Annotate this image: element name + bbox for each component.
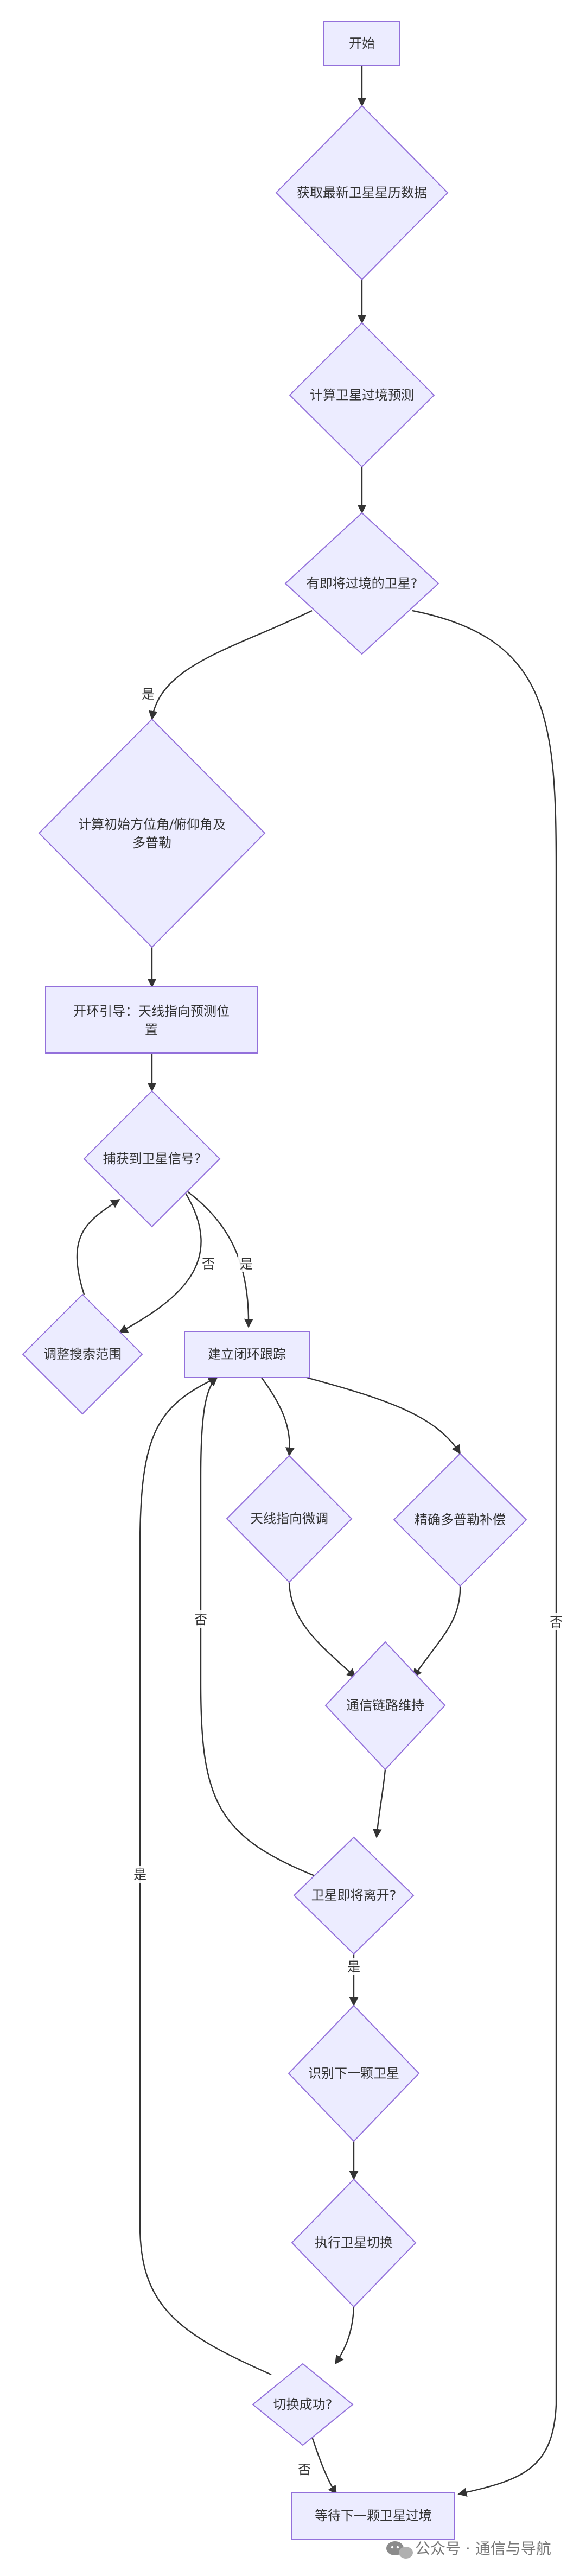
edges	[76, 65, 557, 2497]
edge-label-bg	[140, 685, 156, 702]
node-leaving-check-label: 卫星即将离开?	[311, 1888, 397, 1903]
node-start[interactable]: 开始	[323, 21, 400, 66]
node-switch-check[interactable]: 切换成功?	[252, 2363, 354, 2446]
node-fine-tune-diamond	[226, 1455, 353, 1583]
node-calc-initial-line2: 多普勒	[132, 835, 171, 851]
node-open-loop-line1: 开环引导：天线指向预测位	[73, 1004, 230, 1019]
edge-label-bg	[296, 2460, 313, 2478]
node-open-loop-line2: 置	[145, 1022, 158, 1037]
edge-capture-no	[118, 1191, 202, 1334]
edge-label-capture-no: 否	[202, 1257, 215, 1272]
edge-closed-finetune	[261, 1377, 295, 1457]
edge-finetune-link	[288, 1582, 356, 1678]
edge-label-switch-yes: 是	[133, 1867, 146, 1882]
edge-link-leaving	[372, 1769, 386, 1838]
edge-labels: 是 否 否 是 否 是 是 否	[132, 685, 564, 2478]
node-check-pass[interactable]: 有即将过境的卫星?	[284, 512, 440, 655]
node-identify-next-label: 识别下一颗卫星	[308, 2066, 399, 2081]
node-adjust-search-label: 调整搜索范围	[43, 1347, 122, 1362]
edge-label-check-no: 否	[550, 1615, 563, 1630]
node-fetch-ephemeris[interactable]: 获取最新卫星星历数据	[275, 105, 449, 281]
edge-doppler-link	[412, 1585, 461, 1678]
node-capture-check-diamond	[83, 1090, 221, 1228]
node-open-loop-box	[45, 986, 258, 1054]
node-fetch-ephemeris-label: 获取最新卫星星历数据	[297, 185, 427, 200]
edge-label-bg	[193, 1610, 209, 1628]
edge-handover-switch	[335, 2306, 355, 2365]
node-fetch-ephemeris-diamond	[275, 105, 449, 281]
node-doppler-label: 精确多普勒补偿	[415, 1512, 506, 1527]
node-wait-next-label: 等待下一颗卫星过境	[315, 2508, 432, 2523]
node-adjust-search[interactable]: 调整搜索范围	[22, 1293, 143, 1415]
edge-label-bg	[200, 1255, 216, 1272]
node-wait-next-box	[291, 2492, 455, 2540]
node-handover[interactable]: 执行卫星切换	[291, 2178, 417, 2308]
edge-adjust-capture	[76, 1199, 120, 1295]
edge-label-leaving-no: 否	[194, 1612, 207, 1627]
edge-check-yes	[148, 610, 313, 720]
edge-switch-yes	[139, 1376, 272, 2376]
edge-label-bg	[346, 1958, 362, 1975]
node-identify-next[interactable]: 识别下一颗卫星	[288, 2004, 420, 2142]
node-check-pass-diamond	[284, 512, 440, 655]
edge-label-leaving-yes: 是	[347, 1959, 360, 1975]
wechat-icon	[386, 2541, 413, 2559]
node-leaving-check-diamond	[293, 1836, 415, 1955]
node-wait-next[interactable]: 等待下一颗卫星过境	[291, 2492, 455, 2540]
node-calc-pass-diamond	[289, 322, 435, 468]
node-link-maintain-diamond	[324, 1641, 446, 1771]
node-link-maintain[interactable]: 通信链路维持	[324, 1641, 446, 1771]
node-handover-diamond	[291, 2178, 417, 2308]
edge-capture-yes	[187, 1191, 253, 1328]
node-start-label: 开始	[349, 36, 375, 51]
node-switch-check-label: 切换成功?	[273, 2397, 333, 2412]
node-adjust-search-diamond	[22, 1293, 143, 1415]
edge-label-bg	[132, 1866, 148, 1883]
node-doppler[interactable]: 精确多普勒补偿	[393, 1452, 527, 1587]
node-calc-pass-label: 计算卫星过境预测	[310, 388, 414, 403]
edge-label-bg	[238, 1255, 254, 1272]
edge-label-switch-no: 否	[298, 2462, 311, 2477]
node-leaving-check[interactable]: 卫星即将离开?	[293, 1836, 415, 1955]
node-closed-loop-box	[184, 1331, 310, 1378]
node-identify-next-diamond	[288, 2004, 420, 2142]
node-check-pass-label: 有即将过境的卫星?	[307, 576, 418, 591]
node-fine-tune[interactable]: 天线指向微调	[226, 1455, 353, 1583]
node-capture-check-label: 捕获到卫星信号?	[103, 1151, 201, 1166]
node-switch-check-diamond	[252, 2363, 354, 2446]
edge-leaving-no	[200, 1376, 321, 1879]
node-calc-initial[interactable]: 计算初始方位角/俯仰角及 多普勒	[38, 718, 266, 948]
node-open-loop[interactable]: 开环引导：天线指向预测位 置	[45, 986, 258, 1054]
node-calc-initial-line1: 计算初始方位角/俯仰角及	[78, 817, 226, 832]
edge-check-no	[412, 610, 557, 2497]
node-start-box	[323, 21, 400, 66]
node-closed-loop[interactable]: 建立闭环跟踪	[184, 1331, 310, 1378]
node-capture-check[interactable]: 捕获到卫星信号?	[83, 1090, 221, 1228]
node-closed-loop-label: 建立闭环跟踪	[208, 1347, 286, 1362]
edge-label-bg	[548, 1613, 564, 1630]
node-calc-pass[interactable]: 计算卫星过境预测	[289, 322, 435, 468]
nodes: 开始 获取最新卫星星历数据 计算卫星过境预测 有即将过境的卫星? 计算初始方位角…	[22, 21, 527, 2540]
node-calc-initial-diamond	[38, 718, 266, 948]
node-link-maintain-label: 通信链路维持	[346, 1698, 424, 1713]
watermark: 公众号 · 通信与导航	[386, 2540, 551, 2559]
node-doppler-diamond	[393, 1452, 527, 1587]
edge-label-check-yes: 是	[142, 687, 155, 702]
edge-label-capture-yes: 是	[240, 1257, 253, 1272]
node-fine-tune-label: 天线指向微调	[250, 1511, 328, 1526]
node-handover-label: 执行卫星切换	[315, 2235, 393, 2250]
watermark-label: 公众号 · 通信与导航	[415, 2540, 551, 2558]
edge-closed-doppler	[306, 1376, 461, 1455]
